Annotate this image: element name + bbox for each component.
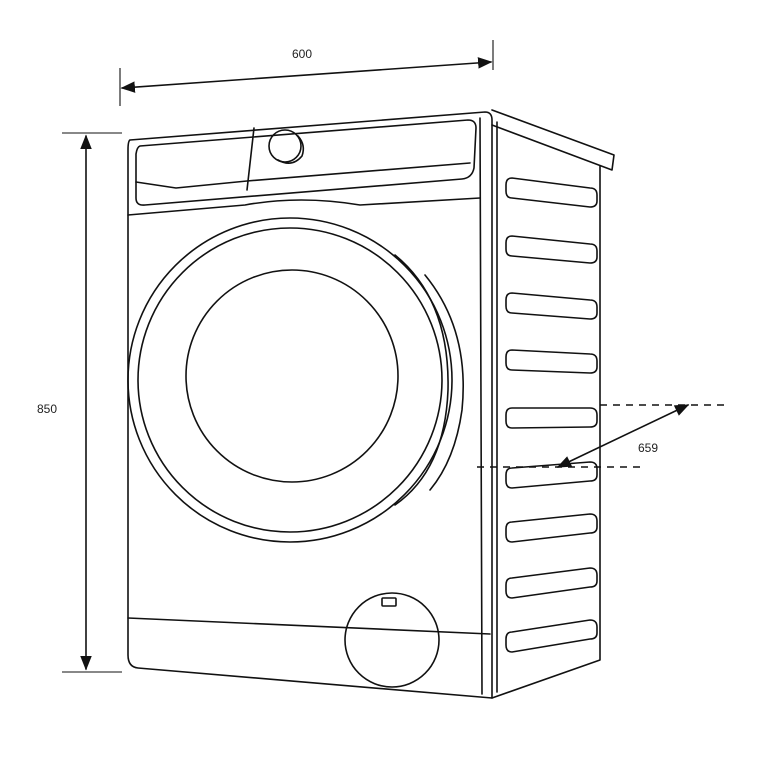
vent-slot — [505, 177, 598, 208]
machine-front — [127, 111, 493, 699]
machine-side — [491, 109, 615, 699]
vent-slot — [505, 513, 598, 543]
height-dimension-line — [62, 132, 122, 673]
width-dimension-line — [119, 40, 494, 106]
height-label: 850 — [37, 402, 58, 416]
door — [127, 217, 465, 543]
vent-slot — [505, 292, 598, 320]
control-panel — [135, 119, 477, 206]
filter-cover — [344, 592, 440, 688]
vent-slot — [505, 619, 598, 653]
door-glass — [185, 269, 399, 483]
depth-dimension-line — [477, 404, 726, 468]
width-label: 600 — [292, 47, 313, 61]
depth-label: 659 — [638, 441, 659, 455]
vent-slot — [505, 407, 598, 429]
vent-slot — [505, 235, 598, 264]
vent-slot — [505, 349, 598, 374]
vent-slot — [505, 461, 598, 489]
vent-slot — [505, 567, 598, 599]
